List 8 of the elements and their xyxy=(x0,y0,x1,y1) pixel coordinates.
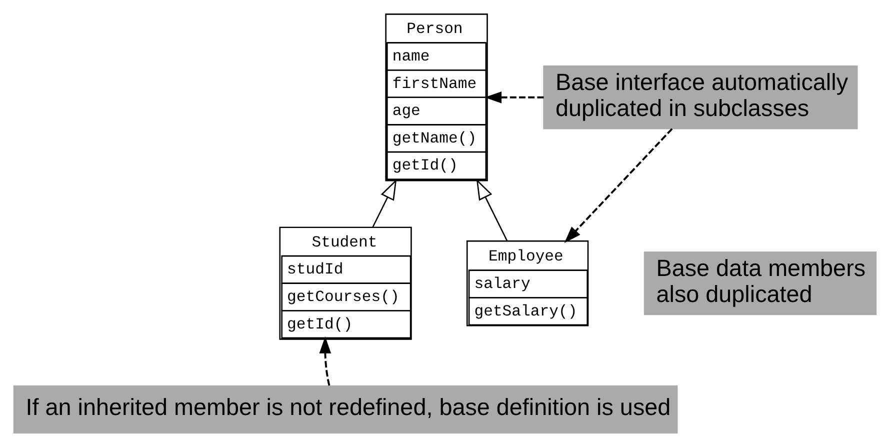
arrow xyxy=(372,178,397,227)
node-box: Base data members also duplicated xyxy=(644,250,877,315)
arrow xyxy=(484,90,544,103)
node-box: If an inherited member is not redefined, base definition is used xyxy=(13,384,678,433)
node-box: Base interface automatically duplicated in subclasses xyxy=(543,65,858,129)
arrow xyxy=(564,128,673,243)
arrow xyxy=(476,178,508,241)
arrow xyxy=(319,336,332,386)
